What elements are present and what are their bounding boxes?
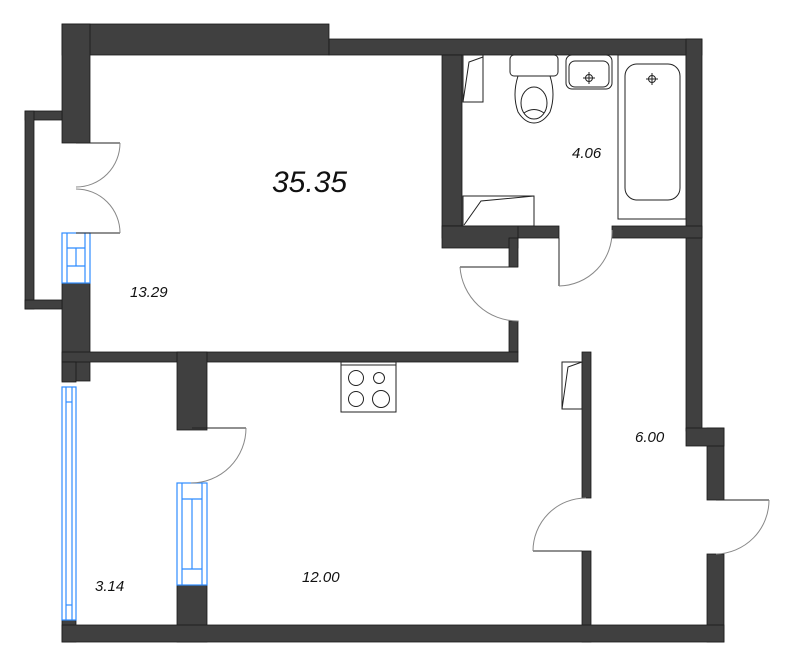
fixtures [340, 54, 687, 413]
room-area-bathroom: 4.06 [572, 145, 602, 162]
door-bathroom [558, 229, 613, 287]
room-area-balcony: 3.14 [95, 578, 125, 595]
door-entrance [715, 499, 770, 555]
cabinet-kitchen-icon [561, 361, 583, 410]
window-living-room [61, 232, 91, 284]
windows [61, 232, 208, 621]
toilet-icon [509, 54, 559, 124]
sink-icon [565, 54, 613, 90]
door-kitchen [532, 497, 587, 552]
door-balcony [190, 427, 247, 484]
stove-icon [340, 361, 397, 413]
bathtub-icon [617, 54, 687, 220]
door-living-room [459, 266, 519, 322]
window-kitchen [176, 482, 208, 586]
room-area-living-room: 13.29 [130, 284, 168, 301]
doors [75, 142, 770, 555]
window-balcony [61, 386, 77, 621]
room-area-kitchen: 12.00 [302, 569, 340, 586]
walls [24, 23, 725, 643]
cabinet-bathroom-icon [462, 54, 484, 103]
door-loggia-double [75, 142, 121, 234]
room-area-hallway: 6.00 [635, 429, 665, 446]
total-area-label: 35.35 [272, 166, 348, 199]
washing-machine-icon [462, 195, 535, 227]
